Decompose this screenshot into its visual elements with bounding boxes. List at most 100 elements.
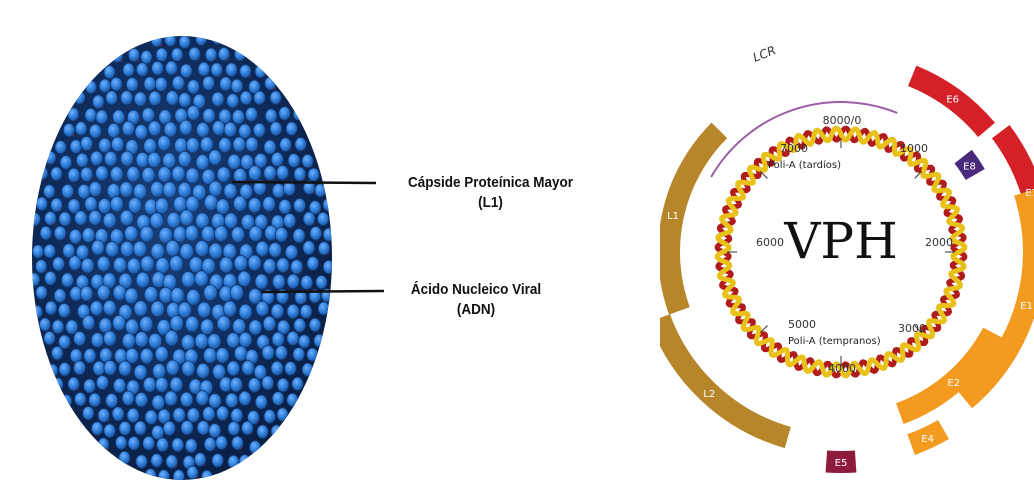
capsomere-knob: [264, 140, 276, 154]
capsomere-knob: [288, 154, 300, 168]
capsomere-knob: [302, 154, 313, 167]
capsomere-knob: [272, 184, 284, 199]
capsomere-knob: [218, 48, 229, 61]
capsomere-knob: [309, 318, 320, 331]
capsomere-knob: [140, 226, 153, 242]
capsomere-knob: [104, 360, 116, 375]
capsid-label-line2: (L1): [378, 193, 603, 213]
capsomere-knob: [170, 256, 184, 272]
capsomere-knob: [195, 333, 208, 349]
capsomere-knob: [277, 165, 289, 179]
capsomere-knob: [145, 469, 156, 482]
capsomere-knob: [47, 364, 58, 377]
capsomere-knob: [196, 155, 209, 170]
capsomere-knob: [166, 455, 177, 469]
capsomere-knob: [136, 272, 149, 288]
capsomere-knob: [242, 360, 254, 375]
capsomere-knob: [172, 438, 184, 452]
tick-5000: 5000: [788, 318, 816, 331]
capsomere-knob: [144, 139, 157, 154]
capsomere-knob: [134, 365, 147, 380]
nucleic-acid-label: Ácido Nucleico Viral (ADN): [386, 280, 566, 320]
capsomere-knob: [125, 288, 138, 304]
capsomere-knob: [212, 92, 224, 106]
capsomere-knob: [294, 198, 306, 212]
capsomere-knob: [285, 245, 297, 259]
capsomere-knob: [227, 94, 239, 108]
capsomere-knob: [271, 304, 283, 319]
capsomere-knob: [173, 408, 185, 422]
capsomere-knob: [97, 285, 110, 300]
capsomere-knob: [294, 167, 306, 181]
capsomere-knob: [270, 122, 282, 136]
capsomere-knob: [213, 364, 226, 379]
capsomere-knob: [112, 407, 124, 421]
capsomere-knob: [265, 77, 276, 90]
capsomere-knob: [98, 438, 109, 451]
capsomere-knob: [166, 91, 178, 105]
capsomere-knob: [233, 319, 246, 334]
capsomere-knob: [219, 138, 232, 153]
capsomere-knob: [239, 391, 251, 405]
capsomere-knob: [135, 125, 148, 140]
capsomere-knob: [185, 439, 197, 453]
capsomere-knob: [110, 167, 123, 182]
capsomere-knob: [226, 393, 238, 407]
capsomere-knob: [75, 211, 87, 226]
capsomere-knob: [287, 274, 299, 288]
capsomere-knob: [323, 260, 334, 273]
capsomere-knob: [323, 228, 334, 241]
gene-arc-l2: [660, 318, 788, 438]
capsomere-knob: [270, 91, 281, 104]
capsomere-knob: [203, 348, 216, 363]
gene-label-e2: E2: [947, 378, 960, 389]
capsomere-knob: [227, 333, 240, 348]
capsomere-knob: [134, 421, 146, 435]
capsomere-knob: [178, 151, 191, 166]
capsomere-knob: [106, 242, 119, 257]
capsomere-knob: [151, 454, 162, 467]
capsomere-knob: [249, 441, 260, 454]
capsomere-knob: [295, 138, 306, 151]
capsomere-knob: [316, 275, 327, 288]
capsomere-knob: [209, 150, 222, 165]
capsomere-knob: [59, 363, 70, 376]
capsomere-knob: [214, 226, 227, 242]
capsomere-knob: [287, 304, 299, 318]
tick-2000: 2000: [925, 236, 953, 249]
capsomere-knob: [271, 425, 282, 438]
capsomere-knob: [185, 316, 198, 332]
capsomere-knob: [84, 349, 96, 363]
capsomere-knob: [63, 244, 75, 258]
capsomere-knob: [178, 182, 191, 198]
capsomere-knob: [308, 168, 319, 181]
capsomere-knob: [128, 436, 140, 450]
capsomere-knob: [151, 243, 165, 259]
capsomere-knob: [211, 63, 223, 77]
capsomere-knob: [179, 35, 190, 48]
capsomere-knob: [158, 470, 169, 483]
capsomere-knob: [52, 378, 63, 391]
capsomere-knob: [110, 77, 122, 91]
capsomere-knob: [119, 361, 132, 376]
capsomere-knob: [318, 242, 329, 255]
capsomere-knob: [136, 152, 149, 167]
capsomere-knob: [142, 108, 154, 123]
capsomere-knob: [58, 303, 70, 317]
capsomere-knob: [287, 393, 298, 406]
capsomere-knob: [89, 124, 101, 138]
capsomere-knob: [197, 302, 210, 318]
capsomere-knob: [103, 300, 116, 315]
capsid-label: Cápside Proteínica Mayor (L1): [378, 173, 603, 213]
virion-illustration: [0, 0, 620, 489]
capsomere-knob: [89, 210, 102, 225]
capsomere-knob: [143, 377, 156, 392]
capsomere-knob: [239, 332, 252, 347]
capsomere-knob: [231, 79, 243, 93]
capsomere-knob: [303, 241, 315, 255]
capsomere-knob: [120, 241, 133, 257]
capsomere-knob: [230, 285, 243, 300]
capsomere-knob: [63, 123, 74, 136]
capsomere-knob: [284, 214, 296, 228]
capsomere-knob: [197, 421, 209, 435]
